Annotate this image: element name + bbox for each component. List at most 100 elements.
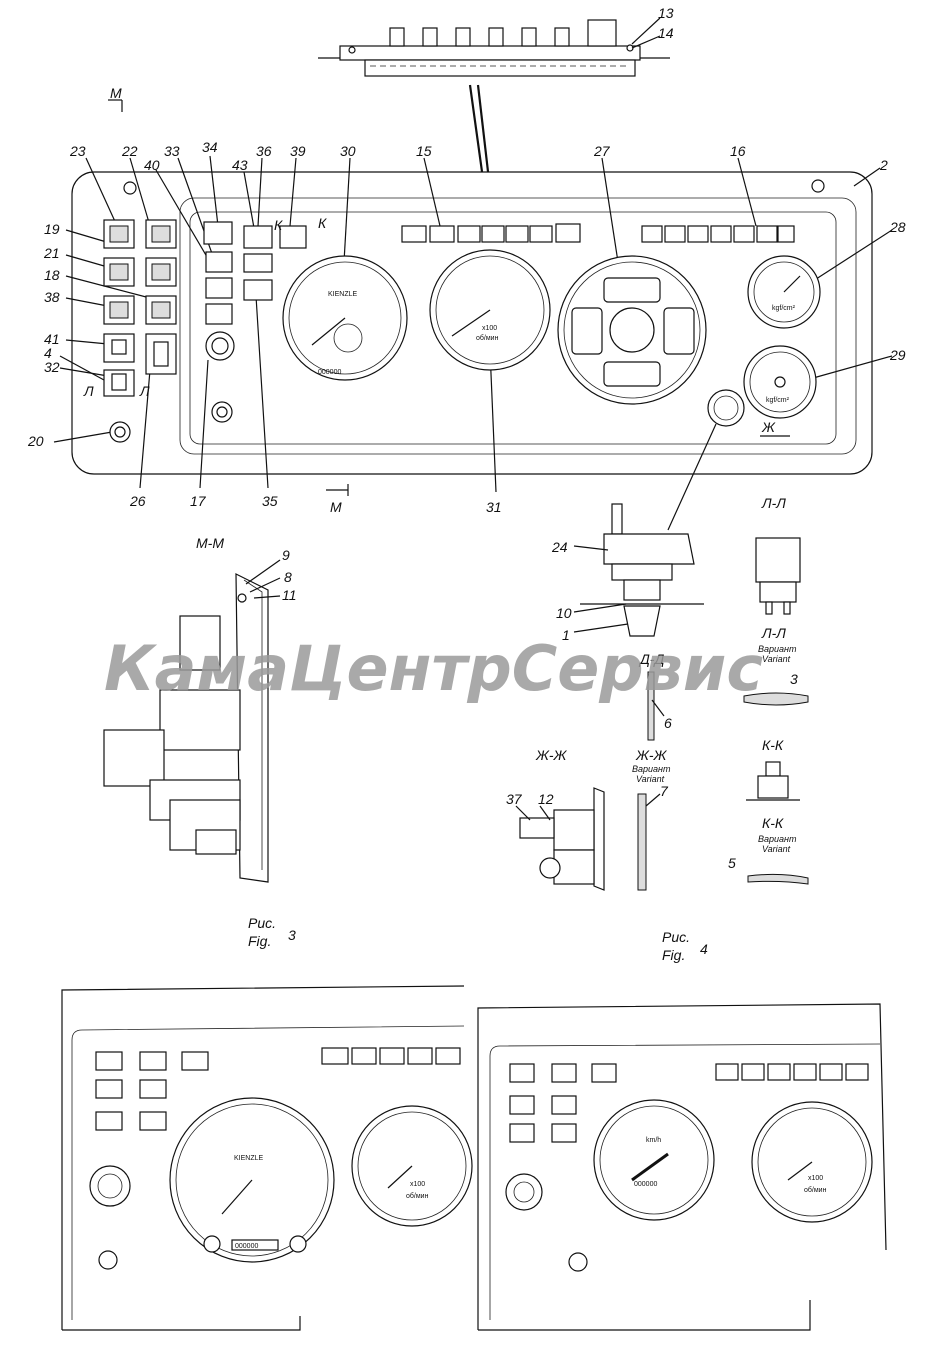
fig3-tachograph-brand: KIENZLE xyxy=(234,1155,264,1162)
section-kk-drawing xyxy=(746,761,809,885)
label-18: 18 xyxy=(44,267,60,283)
label-36: 36 xyxy=(256,143,272,159)
fig3-caption-en: Fig. xyxy=(248,933,271,949)
tachometer-gauge: x100 об/мин xyxy=(429,249,551,371)
label-37: 37 xyxy=(506,791,523,807)
fig4-tachometer-x100: x100 xyxy=(808,1175,823,1182)
label-6: 6 xyxy=(664,715,672,731)
label-28: 28 xyxy=(889,219,906,235)
fig4-number: 4 xyxy=(700,941,708,957)
fig3-caption-ru: Рис. xyxy=(248,915,276,931)
label-3: 3 xyxy=(790,671,798,687)
variant-en-1: Variant xyxy=(762,654,791,664)
section-zhzh-drawing xyxy=(515,787,661,891)
fig4-caption-en: Fig. xyxy=(662,947,685,963)
warning-lamp-strip-left xyxy=(401,223,581,243)
label-7: 7 xyxy=(660,783,669,799)
warning-lamp-strip-right xyxy=(641,225,795,243)
tachograph-odometer: 000000 xyxy=(318,369,341,376)
pressure-gauge-lower: kgf/cm² xyxy=(743,345,817,419)
variant-en-2: Variant xyxy=(636,774,665,784)
label-24: 24 xyxy=(551,539,568,555)
dimmer-detail-drawing xyxy=(573,503,704,637)
label-2: 2 xyxy=(879,157,888,173)
label-15: 15 xyxy=(416,143,432,159)
label-33: 33 xyxy=(164,143,180,159)
section-marker-m-bottom: М xyxy=(330,499,342,515)
label-40: 40 xyxy=(144,157,160,173)
label-26: 26 xyxy=(129,493,146,509)
panel-variant-fig3: KIENZLE 000000 x100 об/мин xyxy=(61,985,473,1331)
section-marker-l-1: Л xyxy=(83,383,94,399)
label-13: 13 xyxy=(658,5,674,21)
label-12: 12 xyxy=(538,791,554,807)
pressure-gauge-lower-unit: kgf/cm² xyxy=(766,397,790,404)
section-title-ll-variant: Л-Л xyxy=(761,625,786,641)
label-35: 35 xyxy=(262,493,278,509)
section-title-kk: К-К xyxy=(762,737,784,753)
label-11: 11 xyxy=(282,587,297,603)
tachograph-gauge: KIENZLE 000000 xyxy=(282,255,408,381)
label-5: 5 xyxy=(728,855,736,871)
tachometer-unit: об/мин xyxy=(476,334,499,342)
label-30: 30 xyxy=(340,143,356,159)
label-41: 41 xyxy=(44,331,60,347)
label-31: 31 xyxy=(486,499,502,515)
fig3-number: 3 xyxy=(288,927,296,943)
label-14: 14 xyxy=(658,25,674,41)
label-10: 10 xyxy=(556,605,572,621)
panel-variant-fig4: km/h 000000 x100 об/мин xyxy=(477,1003,887,1331)
label-27: 27 xyxy=(593,143,611,159)
variant-ru-3: Вариант xyxy=(758,834,797,844)
section-title-dd: Д-Д xyxy=(638,651,665,667)
tachometer-x100: x100 xyxy=(482,325,497,332)
label-22: 22 xyxy=(121,143,138,159)
section-title-kk-variant: К-К xyxy=(762,815,784,831)
fig4-speedometer-unit: km/h xyxy=(646,1137,661,1144)
section-title-zhzh-variant: Ж-Ж xyxy=(635,747,668,763)
section-marker-zh: Ж xyxy=(761,419,776,435)
label-39: 39 xyxy=(290,143,306,159)
fig3-tachometer-x100: x100 xyxy=(410,1181,425,1188)
section-ll-drawing xyxy=(743,537,809,706)
label-20: 20 xyxy=(27,433,44,449)
pressure-gauge-upper-unit: kgf/cm² xyxy=(772,305,796,312)
tachograph-brand: KIENZLE xyxy=(328,291,358,298)
label-32: 32 xyxy=(44,359,60,375)
label-8: 8 xyxy=(284,569,292,585)
fig4-caption-ru: Рис. xyxy=(662,929,690,945)
dimmer-knob xyxy=(667,389,745,531)
variant-ru-2: Вариант xyxy=(632,764,671,774)
label-16: 16 xyxy=(730,143,746,159)
label-21: 21 xyxy=(43,245,60,261)
section-title-ll: Л-Л xyxy=(761,495,786,511)
label-38: 38 xyxy=(44,289,60,305)
variant-en-3: Variant xyxy=(762,844,791,854)
section-mm-drawing xyxy=(103,559,281,883)
section-marker-l-2: Л xyxy=(139,383,150,399)
label-29: 29 xyxy=(889,347,906,363)
label-17: 17 xyxy=(190,493,207,509)
leader-lines xyxy=(53,155,893,493)
label-23: 23 xyxy=(69,143,86,159)
section-marker-k-1: К xyxy=(274,217,283,233)
label-9: 9 xyxy=(282,547,290,563)
fig3-tachograph-odometer: 000000 xyxy=(235,1243,258,1250)
left-switch-block xyxy=(103,219,177,443)
center-left-switch-block xyxy=(203,221,307,423)
fig4-speedometer-odometer: 000000 xyxy=(634,1181,657,1188)
fig4-tachometer-unit: об/мин xyxy=(804,1186,827,1194)
watermark: КамаЦентрСервис xyxy=(104,632,763,705)
label-43: 43 xyxy=(232,157,248,173)
label-1: 1 xyxy=(562,627,570,643)
pressure-gauge-upper: kgf/cm² xyxy=(747,255,821,329)
section-dd-drawing xyxy=(647,671,665,741)
variant-ru-1: Вариант xyxy=(758,644,797,654)
label-34: 34 xyxy=(202,139,218,155)
fig3-tachometer-unit: об/мин xyxy=(406,1192,429,1200)
label-19: 19 xyxy=(44,221,60,237)
section-marker-k-2: К xyxy=(318,215,327,231)
section-title-zhzh: Ж-Ж xyxy=(535,747,568,763)
section-marker-m-top: М xyxy=(110,85,122,101)
